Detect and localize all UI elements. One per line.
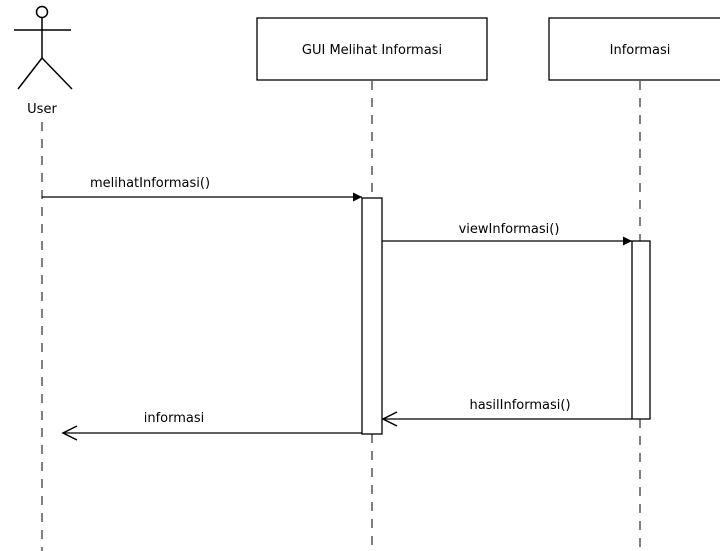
lifeline-box-informasi: [548, 17, 720, 81]
user-actor: User: [14, 5, 73, 117]
lifeline-informasi: Informasi: [548, 17, 720, 81]
open-arrowhead-icon: [61, 425, 78, 441]
message-label-4: informasi: [144, 411, 205, 426]
message-hasil-informasi: hasilInformasi(): [381, 398, 632, 427]
message-label-3: hasilInformasi(): [469, 398, 570, 413]
gui-activation-bar: [361, 197, 383, 435]
lifeline-label-informasi: Informasi: [610, 43, 671, 58]
lifeline-label-gui: GUI Melihat Informasi: [302, 43, 442, 58]
user-actor-label: User: [27, 102, 57, 117]
lifeline-box-gui: [256, 17, 488, 81]
message-label-1: melihatInformasi(): [90, 176, 210, 191]
stick-figure-icon: [14, 5, 73, 90]
message-informasi: informasi: [61, 411, 362, 441]
informasi-activation-bar: [631, 240, 651, 420]
lifeline-gui-melihat-informasi: GUI Melihat Informasi: [256, 17, 488, 81]
message-melihat-informasi: melihatInformasi(): [42, 176, 362, 202]
message-view-informasi: viewInformasi(): [382, 222, 632, 246]
open-arrowhead-icon: [381, 411, 398, 427]
message-label-2: viewInformasi(): [459, 222, 560, 237]
